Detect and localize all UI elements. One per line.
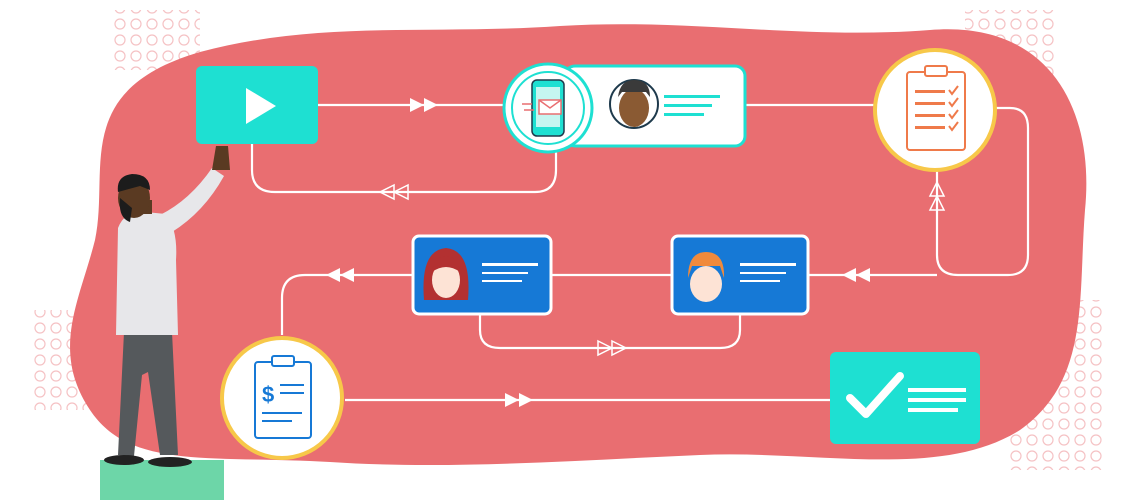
female-avatar-icon: [423, 248, 469, 300]
double-arrow-icon: [392, 183, 409, 201]
male-avatar-icon: [609, 79, 659, 129]
double-arrow-icon: [842, 268, 856, 282]
female-profile-node: [411, 234, 553, 316]
mobile-email-icon: [522, 79, 565, 137]
double-arrow-icon: [928, 194, 946, 211]
double-arrow-icon: [378, 183, 395, 201]
invoice-node: $: [220, 336, 344, 460]
double-arrow-icon: [856, 268, 870, 282]
double-arrow-icon: [326, 268, 340, 282]
clipboard-dollar-icon: $: [254, 355, 312, 439]
double-arrow-icon: [340, 268, 354, 282]
checkmark-icon: [846, 372, 904, 418]
arrow-markers: [326, 98, 946, 407]
clipboard-checklist-icon: [906, 65, 966, 151]
male-redhead-avatar-icon: [680, 249, 732, 302]
double-arrow-icon: [505, 393, 519, 407]
double-arrow-icon: [597, 339, 614, 357]
completed-node: [830, 352, 980, 444]
double-arrow-icon: [611, 339, 628, 357]
start-video-node: [196, 66, 318, 144]
play-icon: [246, 88, 276, 124]
person-pointing: [104, 146, 230, 467]
email-notification-node: [502, 62, 594, 154]
redhead-profile-node: [670, 234, 810, 316]
double-arrow-icon: [410, 98, 424, 112]
connector-lines: [250, 103, 1030, 402]
double-arrow-icon: [424, 98, 438, 112]
double-arrow-icon: [519, 393, 533, 407]
double-arrow-icon: [928, 180, 946, 197]
svg-text:$: $: [262, 382, 274, 407]
pedestal: [100, 460, 224, 500]
checklist-node: [873, 48, 997, 172]
